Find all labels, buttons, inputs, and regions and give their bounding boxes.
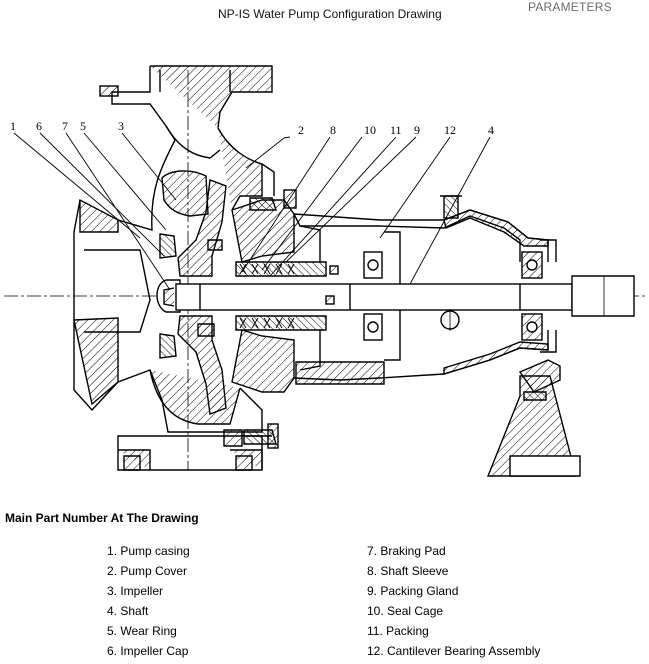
parameters-tab[interactable]: PARAMETERS: [528, 0, 612, 14]
callout-11: 11: [390, 123, 402, 137]
part-item: 1. Pump casing: [107, 544, 190, 558]
callout-4: 4: [488, 123, 494, 137]
part-item: 5. Wear Ring: [107, 624, 177, 638]
callout-9: 9: [414, 123, 420, 137]
callout-5: 5: [80, 119, 86, 133]
callout-3: 3: [118, 119, 124, 133]
page-title: NP-IS Water Pump Configuration Drawing: [218, 7, 442, 21]
callout-12: 12: [444, 123, 456, 137]
part-item: 6. Impeller Cap: [107, 644, 189, 658]
part-item: 7. Braking Pad: [367, 544, 446, 558]
part-item: 2. Pump Cover: [107, 564, 188, 578]
callout-2: 2: [298, 123, 304, 137]
parts-list-right: 7. Braking Pad 8. Shaft Sleeve 9. Packin…: [367, 544, 540, 664]
pump-cross-section-drawing: 1 6 7 5 3 2 8 10 11 9 12 4: [4, 65, 645, 477]
callout-7: 7: [62, 119, 68, 133]
callout-1: 1: [10, 119, 16, 133]
part-item: 11. Packing: [367, 624, 429, 638]
callout-8: 8: [330, 123, 336, 137]
part-item: 10. Seal Cage: [367, 604, 444, 618]
part-item: 4. Shaft: [107, 604, 149, 618]
part-item: 8. Shaft Sleeve: [367, 564, 449, 578]
callout-6: 6: [36, 119, 42, 133]
parts-heading: Main Part Number At The Drawing: [5, 511, 199, 525]
part-item: 9. Packing Gland: [367, 584, 459, 598]
callout-10: 10: [364, 123, 376, 137]
part-item: 12. Cantilever Bearing Assembly: [367, 644, 541, 658]
parts-list-left: 1. Pump casing 2. Pump Cover 3. Impeller…: [107, 544, 190, 664]
part-item: 3. Impeller: [107, 584, 164, 598]
